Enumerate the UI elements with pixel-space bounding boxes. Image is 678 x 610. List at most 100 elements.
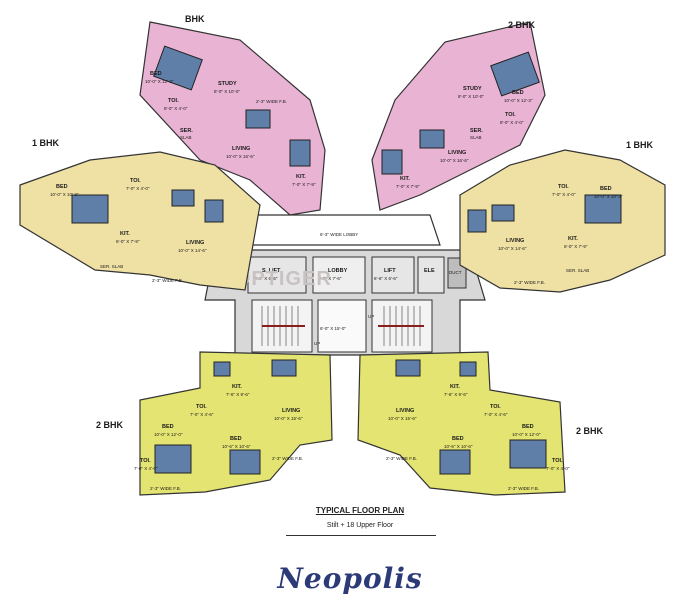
- unit-bottom-right-2bhk: KIT. 7'-6" X 9'-6" TOI. 7'-0" X 4'-6" LI…: [357, 351, 604, 496]
- ele-room: [417, 256, 445, 294]
- unit-mid-right-1bhk: BED 10'-0" X 10'-3" TOI. 7'-0" X 4'-0" K…: [459, 140, 666, 293]
- tr-living-label: LIVING: [448, 150, 466, 156]
- bl-bed1-label: BED: [162, 424, 174, 430]
- br-bed2-label: BED: [452, 436, 464, 442]
- lift-room: [371, 256, 415, 294]
- bl-toi2-label: TOI.: [140, 458, 151, 464]
- bl-bed2-label: BED: [230, 436, 242, 442]
- bl-living-dim: 10'-0" X 15'-6": [274, 416, 303, 421]
- s-lift-label: S. LIFT: [262, 268, 281, 274]
- bhk-label-top-right: 2 BHK: [508, 20, 536, 30]
- br-kit-label: KIT.: [450, 384, 460, 390]
- tl-study-label: STUDY: [218, 81, 237, 87]
- tr-bed-dim: 10'-0" X 12'-3": [504, 98, 533, 103]
- ml-ser-label: SER. SLAB: [100, 264, 123, 269]
- bl-toi-label: TOI.: [196, 404, 207, 410]
- bl-bed2-dim: 10'-6" X 10'-6": [222, 444, 251, 449]
- ml-toi-dim: 7'-0" X 4'-0": [126, 186, 150, 191]
- lift-dim: 6'-6" X 6'-6": [374, 276, 398, 281]
- unit-mid-left-1bhk: BED 10'-0" X 10'-3" TOI. 7'-0" X 4'-0" K…: [19, 138, 261, 291]
- mr-toi-label: TOI.: [558, 184, 569, 190]
- br-bed1-label: BED: [522, 424, 534, 430]
- br-kit-dim: 7'-6" X 9'-6": [444, 392, 468, 397]
- tl-study-dim: 8'-0" X 10'-0": [214, 89, 240, 94]
- mr-kit-label: KIT.: [568, 236, 578, 242]
- tl-wide-fb: 2'-3" WIDE F.B.: [256, 99, 287, 104]
- bl-wide-fb: 2'-3" WIDE F.B.: [150, 486, 181, 491]
- tl-toi-dim: 8'-0" X 4'-0": [164, 106, 188, 111]
- lift-label: LIFT: [384, 268, 396, 274]
- bhk-label-bottom-right: 2 BHK: [576, 426, 604, 436]
- unit-outline: [19, 151, 261, 291]
- ml-kit-dim: 6'-0" X 7'-9": [116, 239, 140, 244]
- bl-toi-dim: 7'-0" X 4'-6": [190, 412, 214, 417]
- ml-bed-dim: 10'-0" X 10'-3": [50, 192, 79, 197]
- br-wide-fb: 2'-3" WIDE F.B.: [508, 486, 539, 491]
- mr-wide-fb: 2'-3" WIDE F.B.: [514, 280, 545, 285]
- mr-bed-dim: 10'-0" X 10'-3": [594, 194, 623, 199]
- bhk-label-top-left: BHK: [185, 14, 205, 24]
- mr-bed-label: BED: [600, 186, 612, 192]
- stair-dim: 6'-0" X 15'-0": [320, 326, 346, 331]
- tl-ser-dim: SLAB: [180, 135, 192, 140]
- br-living-dim: 10'-0" X 15'-6": [388, 416, 417, 421]
- tl-living-dim: 10'-0" X 16'-6": [226, 154, 255, 159]
- duct-right-label: DUCT: [449, 270, 462, 275]
- unit-outline: [459, 149, 666, 293]
- br-toi2-label: TOI.: [552, 458, 563, 464]
- mr-kit-dim: 6'-0" X 7'-9": [564, 244, 588, 249]
- lobby-wide-label: 6'-3" WIDE LOBBY: [320, 232, 358, 237]
- br-toi-label: TOI.: [490, 404, 501, 410]
- tl-bed-label: BED: [150, 71, 162, 77]
- lobby-corridor: [239, 214, 441, 246]
- tr-study-dim: 8'-0" X 10'-0": [458, 94, 484, 99]
- tr-kit-label: KIT.: [400, 176, 410, 182]
- ml-kit-label: KIT.: [120, 231, 130, 237]
- bl-kit-label: KIT.: [232, 384, 242, 390]
- unit-top-left-2bhk: BED 10'-0" X 12'-3" STUDY 8'-0" X 10'-0"…: [139, 14, 326, 216]
- bhk-label-bottom-left: 2 BHK: [96, 420, 124, 430]
- tl-living-label: LIVING: [232, 146, 250, 152]
- mr-ser-label: SER. SLAB: [566, 268, 589, 273]
- br-wide-fb2: 2'-3" WIDE F.B.: [386, 456, 417, 461]
- lobby-label: LOBBY: [328, 268, 348, 274]
- br-toi-dim: 7'-0" X 4'-6": [484, 412, 508, 417]
- tl-bed-dim: 10'-0" X 12'-3": [145, 79, 174, 84]
- ele-label: ELE: [424, 268, 435, 274]
- up-left-label: UP: [314, 341, 320, 346]
- tr-study-label: STUDY: [463, 86, 482, 92]
- tl-kit-label: KIT.: [296, 174, 306, 180]
- unit-top-right-2bhk: STUDY 8'-0" X 10'-0" BED 10'-0" X 12'-3"…: [371, 20, 546, 211]
- ml-wide-fb: 2'-3" WIDE F.B.: [152, 278, 183, 283]
- lobby-dim: 8'-0" X 7'-6": [318, 276, 342, 281]
- stair-landing: [317, 299, 367, 353]
- bhk-label-mid-right: 1 BHK: [626, 140, 654, 150]
- br-living-label: LIVING: [396, 408, 414, 414]
- tr-ser-label: SER.: [470, 128, 483, 134]
- tr-kit-dim: 7'-0" X 7'-9": [396, 184, 420, 189]
- ml-living-label: LIVING: [186, 240, 204, 246]
- tl-ser-label: SER.: [180, 128, 193, 134]
- tl-kit-dim: 7'-0" X 7'-9": [292, 182, 316, 187]
- tr-bed-label: BED: [512, 90, 524, 96]
- lobby-room: [312, 256, 366, 294]
- bl-wide-fb2: 2'-3" WIDE F.B.: [272, 456, 303, 461]
- tr-toi-dim: 8'-0" X 4'-0": [500, 120, 524, 125]
- ml-bed-label: BED: [56, 184, 68, 190]
- mr-living-dim: 10'-0" X 14'-6": [498, 246, 527, 251]
- bl-living-label: LIVING: [282, 408, 300, 414]
- br-toi2-dim: 7'-0" X 4'-0": [546, 466, 570, 471]
- tr-toi-label: TOI.: [505, 112, 516, 118]
- tr-living-dim: 10'-0" X 16'-6": [440, 158, 469, 163]
- tr-ser-dim: SLAB: [470, 135, 482, 140]
- br-bed1-dim: 10'-0" X 12'-0": [512, 432, 541, 437]
- mr-living-label: LIVING: [506, 238, 524, 244]
- central-core: 6'-3" WIDE LOBBY DUCT S. LIFT 9'-6" X 6'…: [204, 214, 486, 356]
- unit-bottom-left-2bhk: KIT. 7'-6" X 9'-6" TOI. 7'-0" X 4'-6" LI…: [96, 351, 333, 496]
- bl-kit-dim: 7'-6" X 9'-6": [226, 392, 250, 397]
- bl-bed1-dim: 10'-0" X 12'-0": [154, 432, 183, 437]
- br-bed2-dim: 10'-6" X 10'-6": [444, 444, 473, 449]
- bhk-label-mid-left: 1 BHK: [32, 138, 60, 148]
- up-right-label: UP: [368, 314, 374, 319]
